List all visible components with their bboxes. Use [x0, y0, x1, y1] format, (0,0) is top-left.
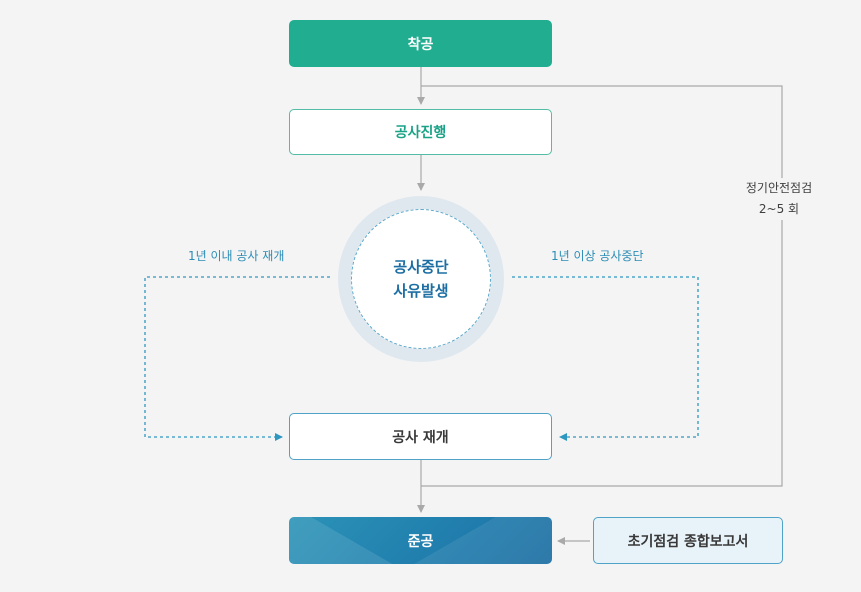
progress-label: 공사진행 — [394, 125, 447, 141]
dashed-path-suspend — [512, 276, 699, 441]
complete-node: 준공 — [289, 517, 552, 564]
start-label: 착공 — [407, 36, 434, 53]
inspection-label-line1: 정기안전점검 — [745, 181, 813, 195]
suspend-label-line1: 공사중단 — [393, 258, 449, 276]
resume-label: 공사 재개 — [392, 429, 449, 446]
inspection-loop-line — [421, 85, 783, 487]
resume-node: 공사 재개 — [289, 413, 552, 460]
report-node: 초기점검 종합보고서 — [593, 517, 783, 564]
inspection-label-line2: 2~5 회 — [758, 202, 800, 216]
resume-within-year-label: 1년 이내 공사 재개 — [188, 249, 285, 263]
progress-node: 공사진행 — [289, 109, 552, 155]
report-label: 초기점검 종합보고서 — [627, 533, 749, 550]
periodic-inspection-label: 정기안전점검 2~5 회 — [724, 178, 834, 220]
start-node: 착공 — [289, 20, 552, 67]
suspend-label-line2: 사유발생 — [393, 282, 449, 300]
dashed-path-resume — [144, 276, 330, 441]
complete-label: 준공 — [407, 533, 434, 550]
suspend-over-year-label: 1년 이상 공사중단 — [551, 249, 644, 263]
suspend-node: 공사중단 사유발생 — [351, 209, 491, 349]
